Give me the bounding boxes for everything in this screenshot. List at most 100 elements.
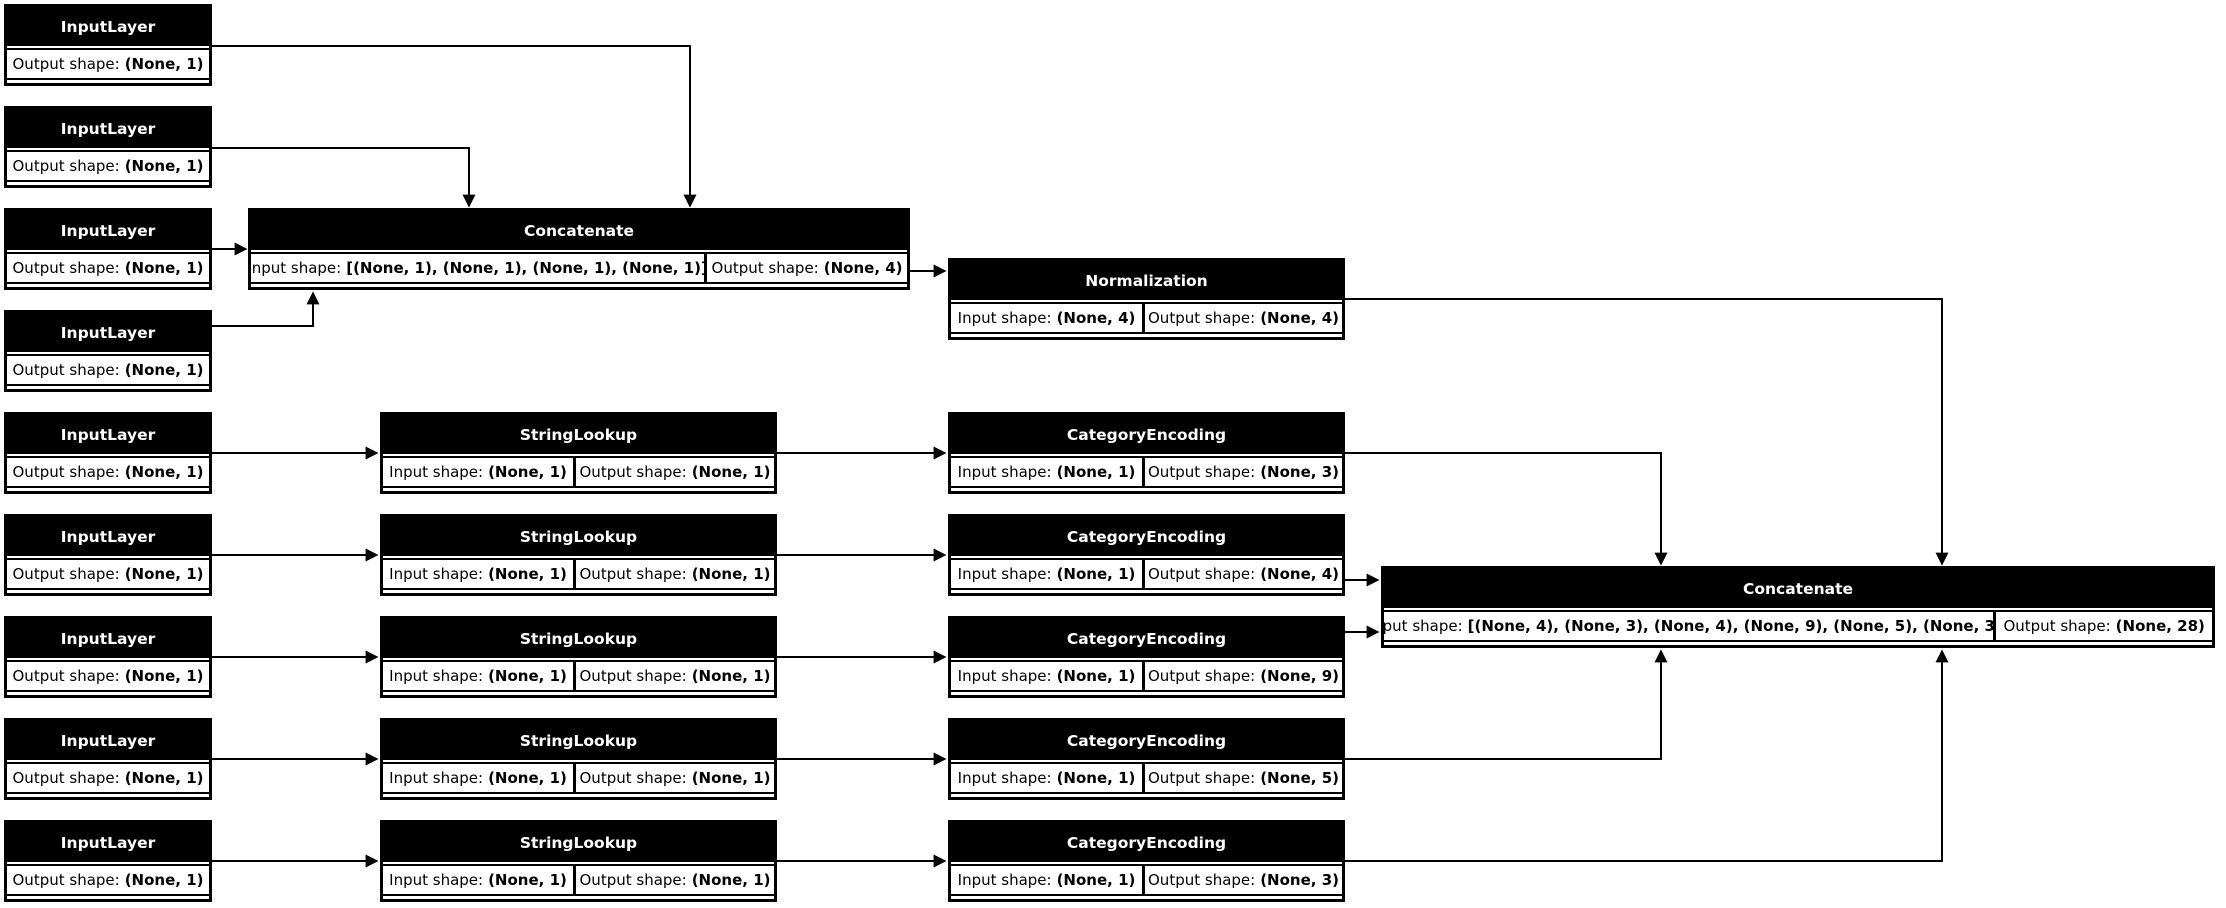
output-shape-cell: Output shape:(None, 3) (1142, 864, 1342, 896)
input-shape-label: Input shape: (251, 259, 342, 277)
input-shape-value: (None, 1) (1056, 463, 1136, 481)
edge-categoryencoding5-to-concatenate2 (1345, 452, 1668, 566)
input-shape-label: Input shape: (957, 667, 1052, 685)
output-shape-value: (None, 1) (124, 667, 204, 685)
input-shape-label: Input shape: (957, 309, 1052, 327)
output-shape-cell: Output shape:(None, 1) (573, 660, 774, 692)
input-shape-label: Input shape: (957, 769, 1052, 787)
output-shape-cell: Output shape:(None, 1) (573, 762, 774, 794)
input-shape-label: Input shape: (1384, 617, 1463, 635)
node-title: InputLayer (7, 619, 209, 658)
node-title: CategoryEncoding (951, 721, 1342, 760)
node-normalization: Normalization Input shape:(None, 4) Outp… (948, 258, 1345, 340)
input-shape-value: (None, 1) (1056, 871, 1136, 889)
input-shape-label: Input shape: (389, 565, 484, 583)
node-title: StringLookup (383, 415, 774, 454)
node-title: StringLookup (383, 721, 774, 760)
output-shape-label: Output shape: (579, 769, 687, 787)
node-title: Concatenate (251, 211, 907, 250)
output-shape-value: (None, 3) (1260, 871, 1339, 889)
input-shape-label: Input shape: (957, 463, 1052, 481)
output-shape-cell: Output shape:(None, 1) (7, 150, 209, 182)
node-title: Normalization (951, 261, 1342, 300)
node-title: InputLayer (7, 7, 209, 46)
input-shape-value: (None, 1) (488, 463, 567, 481)
output-shape-value: (None, 1) (124, 463, 204, 481)
node-stringlookup-6: StringLookup Input shape:(None, 1) Outpu… (380, 514, 777, 596)
output-shape-cell: Output shape:(None, 1) (7, 252, 209, 284)
node-title: StringLookup (383, 517, 774, 556)
edge-inputlayer2-to-concatenate1 (212, 147, 476, 208)
input-shape-cell: Input shape:(None, 1) (383, 456, 573, 488)
output-shape-label: Output shape: (1148, 463, 1256, 481)
node-title: StringLookup (383, 619, 774, 658)
input-shape-cell: Input shape:(None, 1) (951, 456, 1142, 488)
node-categoryencoding-6: CategoryEncoding Input shape:(None, 1) O… (948, 514, 1345, 596)
output-shape-cell: Output shape:(None, 3) (1142, 456, 1342, 488)
edge-inputlayer4-to-concatenate1 (212, 291, 320, 327)
output-shape-label: Output shape: (579, 565, 687, 583)
node-title: InputLayer (7, 415, 209, 454)
input-shape-label: Input shape: (389, 769, 484, 787)
output-shape-value: (None, 1) (124, 55, 204, 73)
input-shape-value: (None, 1) (1056, 565, 1136, 583)
input-shape-cell: Input shape:(None, 1) (951, 660, 1142, 692)
output-shape-label: Output shape: (12, 769, 120, 787)
node-concatenate-2: Concatenate Input shape:[(None, 4), (Non… (1381, 566, 2215, 648)
input-shape-cell: Input shape:[(None, 4), (None, 3), (None… (1384, 610, 1994, 642)
edge-inputlayer1-to-concatenate1 (212, 45, 697, 208)
node-stringlookup-7: StringLookup Input shape:(None, 1) Outpu… (380, 616, 777, 698)
output-shape-value: (None, 4) (1260, 565, 1339, 583)
input-shape-value: (None, 1) (488, 871, 567, 889)
input-shape-cell: Input shape:(None, 4) (951, 302, 1142, 334)
output-shape-value: (None, 1) (691, 463, 771, 481)
output-shape-label: Output shape: (12, 361, 120, 379)
node-title: InputLayer (7, 721, 209, 760)
output-shape-cell: Output shape:(None, 1) (7, 456, 209, 488)
input-shape-value: (None, 1) (488, 769, 567, 787)
output-shape-cell: Output shape:(None, 1) (573, 456, 774, 488)
output-shape-cell: Output shape:(None, 9) (1142, 660, 1342, 692)
output-shape-cell: Output shape:(None, 28) (1993, 610, 2212, 642)
input-shape-value: (None, 1) (488, 667, 567, 685)
node-title: InputLayer (7, 211, 209, 250)
output-shape-value: (None, 1) (124, 259, 204, 277)
output-shape-label: Output shape: (2003, 617, 2111, 635)
edge-normalization-to-concatenate2 (1345, 298, 1949, 566)
output-shape-cell: Output shape:(None, 1) (573, 558, 774, 590)
output-shape-value: (None, 1) (124, 871, 204, 889)
node-title: Concatenate (1384, 569, 2212, 608)
output-shape-cell: Output shape:(None, 4) (1142, 558, 1342, 590)
output-shape-cell: Output shape:(None, 1) (7, 48, 209, 80)
node-stringlookup-5: StringLookup Input shape:(None, 1) Outpu… (380, 412, 777, 494)
output-shape-value: (None, 9) (1260, 667, 1339, 685)
input-shape-value: (None, 1) (1056, 667, 1136, 685)
output-shape-cell: Output shape:(None, 1) (573, 864, 774, 896)
output-shape-value: (None, 4) (823, 259, 903, 277)
input-shape-cell: Input shape:(None, 1) (383, 864, 573, 896)
output-shape-cell: Output shape:(None, 4) (704, 252, 907, 284)
output-shape-label: Output shape: (12, 157, 120, 175)
node-inputlayer-4: InputLayer Output shape:(None, 1) (4, 310, 212, 392)
output-shape-label: Output shape: (711, 259, 819, 277)
output-shape-value: (None, 1) (124, 157, 204, 175)
node-categoryencoding-7: CategoryEncoding Input shape:(None, 1) O… (948, 616, 1345, 698)
input-shape-label: Input shape: (389, 667, 484, 685)
input-shape-value: [(None, 1), (None, 1), (None, 1), (None,… (346, 259, 705, 277)
output-shape-value: (None, 3) (1260, 463, 1339, 481)
output-shape-label: Output shape: (579, 463, 687, 481)
input-shape-value: (None, 1) (488, 565, 567, 583)
output-shape-cell: Output shape:(None, 1) (7, 864, 209, 896)
node-stringlookup-8: StringLookup Input shape:(None, 1) Outpu… (380, 718, 777, 800)
output-shape-label: Output shape: (579, 871, 687, 889)
node-title: StringLookup (383, 823, 774, 862)
node-categoryencoding-8: CategoryEncoding Input shape:(None, 1) O… (948, 718, 1345, 800)
node-title: InputLayer (7, 823, 209, 862)
output-shape-cell: Output shape:(None, 1) (7, 354, 209, 386)
node-categoryencoding-9: CategoryEncoding Input shape:(None, 1) O… (948, 820, 1345, 902)
output-shape-label: Output shape: (12, 259, 120, 277)
node-inputlayer-7: InputLayer Output shape:(None, 1) (4, 616, 212, 698)
node-title: CategoryEncoding (951, 619, 1342, 658)
input-shape-value: [(None, 4), (None, 3), (None, 4), (None,… (1467, 617, 1994, 635)
output-shape-label: Output shape: (12, 463, 120, 481)
